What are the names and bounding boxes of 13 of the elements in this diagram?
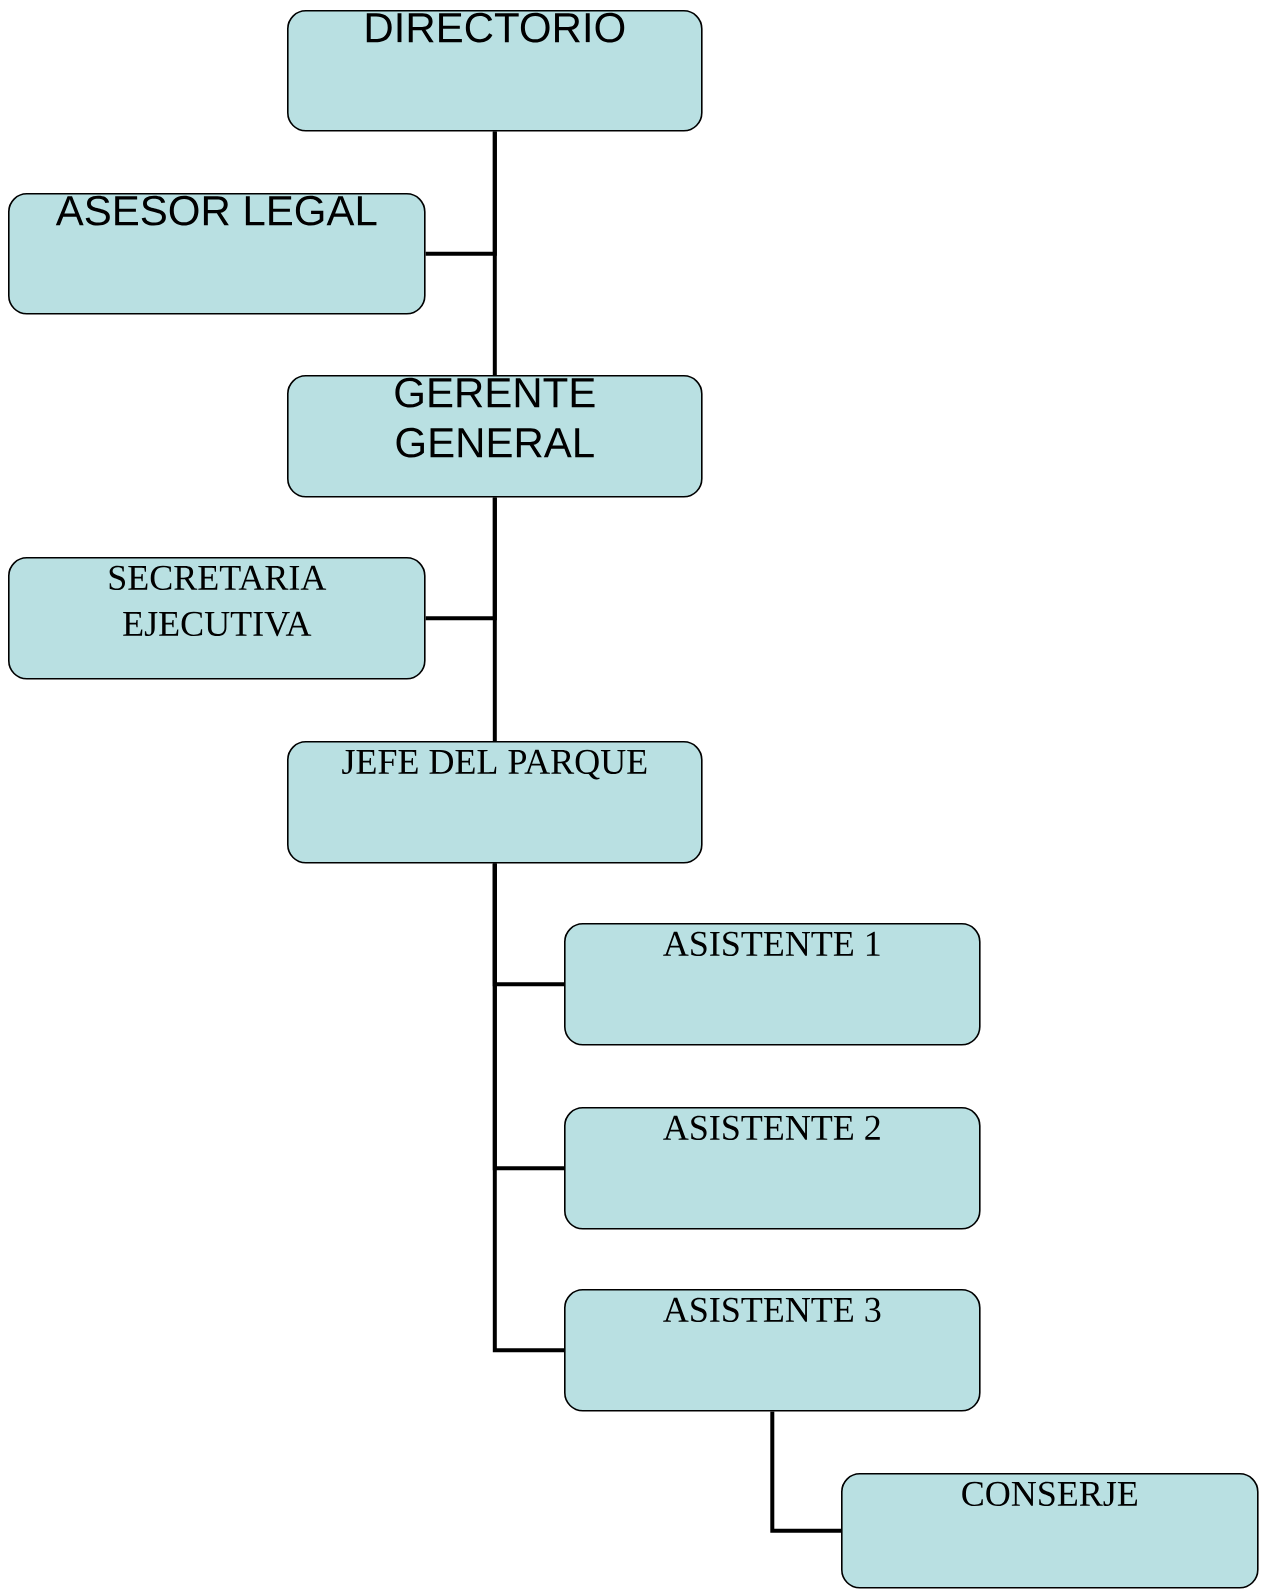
org-box: ASISTENTE 2 (564, 1107, 981, 1230)
org-box: ASISTENTE 1 (564, 923, 981, 1046)
org-box: DIRECTORIO (287, 10, 703, 132)
connector-line (425, 131, 497, 256)
connector-line (425, 497, 497, 621)
org-box: ASISTENTE 3 (564, 1289, 981, 1412)
org-box: SECRETARIA EJECUTIVA (8, 557, 426, 680)
org-box: CONSERJE (841, 1473, 1259, 1589)
org-box: ASESOR LEGAL (8, 193, 426, 315)
connector-line (770, 1411, 841, 1533)
org-box: GERENTE GENERAL (287, 375, 703, 498)
org-box: JEFE DEL PARQUE (287, 741, 703, 864)
connector-line (492, 863, 564, 1353)
